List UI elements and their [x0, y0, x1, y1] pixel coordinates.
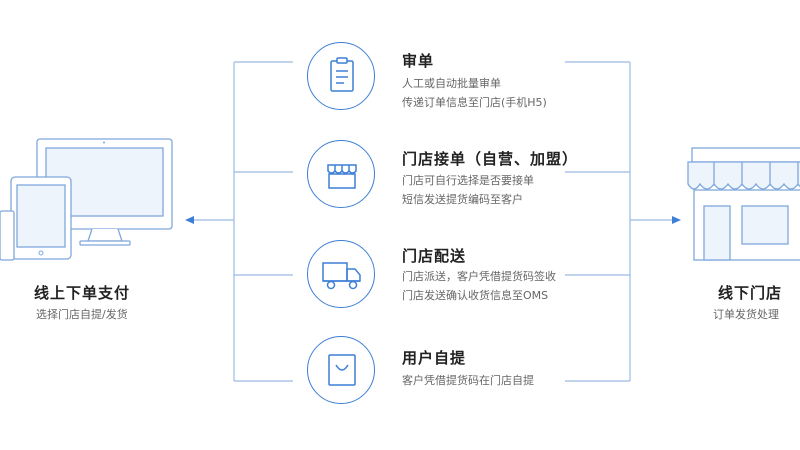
shopping-bag-icon [328, 354, 356, 386]
step-2-title: 门店接单（自营、加盟） [402, 150, 579, 168]
step-1-line-2: 传递订单信息至门店(手机H5) [402, 96, 547, 109]
step-3-line-1: 门店派送，客户凭借提货码签收 [402, 270, 556, 283]
step-2-line-2: 短信发送提货编码至客户 [402, 193, 523, 206]
left-subtitle: 选择门店自提/发货 [36, 308, 128, 321]
right-subtitle: 订单发货处理 [713, 308, 779, 321]
clipboard-icon [330, 57, 354, 92]
storefront-icon [327, 164, 357, 189]
storefront-illustration [687, 147, 800, 261]
step-2-icon-circle [307, 140, 375, 208]
step-3-line-2: 门店发送确认收货信息至OMS [402, 289, 549, 302]
step-4-line-1: 客户凭借提货码在门店自提 [402, 374, 534, 387]
step-1-icon-circle [307, 42, 375, 110]
step-2-line-1: 门店可自行选择是否要接单 [402, 174, 534, 187]
step-3-title: 门店配送 [402, 247, 467, 265]
delivery-truck-icon [322, 262, 361, 290]
left-arrowhead [185, 216, 194, 224]
devices-illustration [0, 138, 173, 261]
step-4-title: 用户自提 [402, 349, 467, 367]
right-arrowhead [672, 216, 681, 224]
step-3-icon-circle [307, 240, 375, 308]
step-1-title: 审单 [402, 52, 435, 70]
right-title: 线下门店 [718, 284, 783, 302]
step-1-line-1: 人工或自动批量审单 [402, 77, 501, 90]
left-title: 线上下单支付 [34, 284, 131, 302]
step-4-icon-circle [307, 336, 375, 404]
